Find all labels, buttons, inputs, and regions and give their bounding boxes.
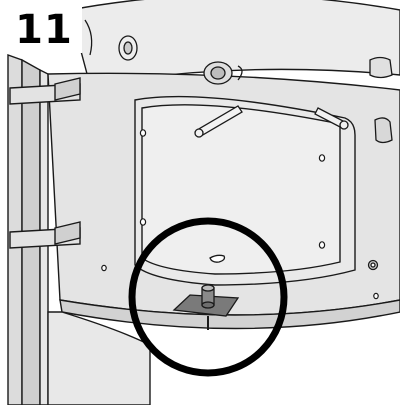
upper-fittings (84, 19, 393, 271)
step-number: 11 (15, 7, 73, 53)
highlight-callout-circle (128, 217, 288, 377)
bolt-with-plate (172, 284, 240, 330)
panel-holes (101, 129, 379, 300)
recessed-panel (134, 95, 356, 286)
step-badge: 11 (6, 7, 82, 53)
handle-rods (194, 105, 349, 138)
panel-slot (209, 254, 226, 263)
clamp-brackets (9, 77, 81, 249)
